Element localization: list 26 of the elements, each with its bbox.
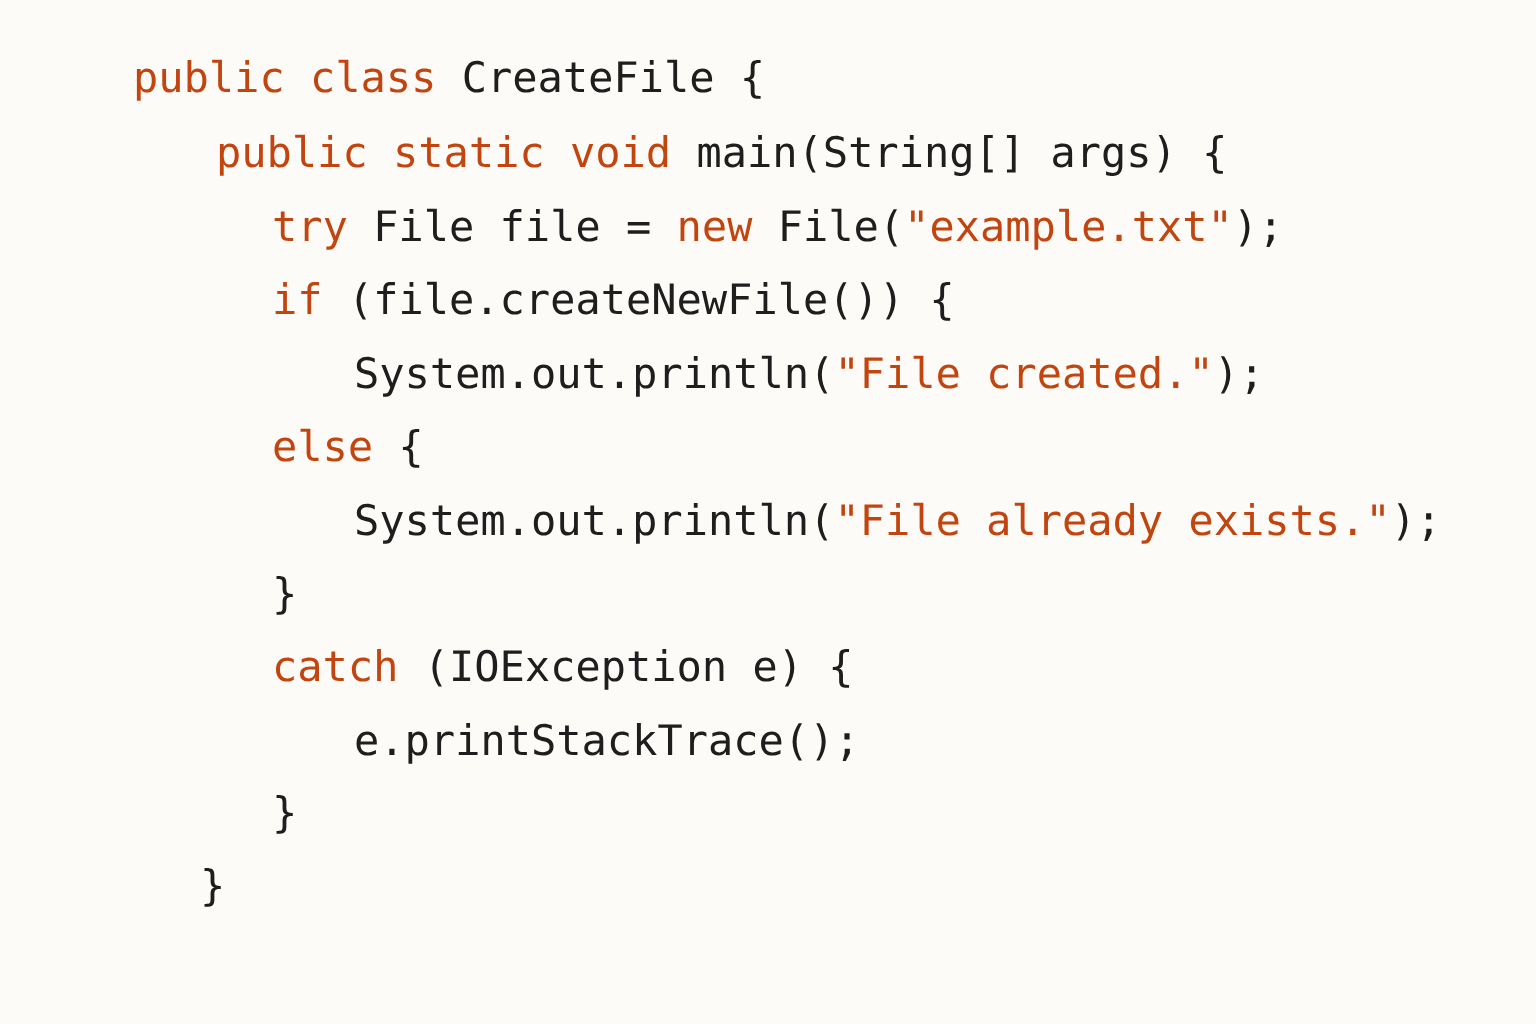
code-text: }: [276, 576, 293, 615]
code-text: System.out.println(: [356, 502, 828, 544]
code-text: System.out.println(: [356, 355, 828, 397]
code-text: );: [1397, 503, 1432, 541]
code-text: File file =: [377, 208, 650, 242]
code-keyword: public class: [136, 59, 433, 101]
code-text: e.printStackTrace();: [356, 723, 850, 764]
code-text: );: [1240, 209, 1274, 247]
string-literal: "File already exists.": [841, 502, 1384, 544]
code-keyword: try: [274, 211, 347, 250]
code-keyword: catch: [276, 649, 395, 682]
code-text: );: [1220, 356, 1255, 394]
code-text: CreateFile {: [464, 59, 761, 99]
code-keyword: new: [680, 217, 753, 242]
code-text: }: [276, 795, 293, 834]
code-text: }: [204, 868, 221, 907]
code-text: main(String[] args) {: [698, 135, 1223, 177]
string-literal: "example.txt": [911, 208, 1226, 250]
string-literal: "File created.": [841, 355, 1207, 389]
code-keyword: else: [274, 428, 371, 462]
code-text: (file.createNewFile()) {: [356, 281, 951, 321]
code-text: File(: [782, 208, 897, 247]
code-keyword: if: [275, 282, 320, 314]
code-text: (IOException e) {: [432, 649, 850, 690]
code-text: {: [402, 429, 420, 468]
code-keyword: public static void: [219, 134, 668, 176]
